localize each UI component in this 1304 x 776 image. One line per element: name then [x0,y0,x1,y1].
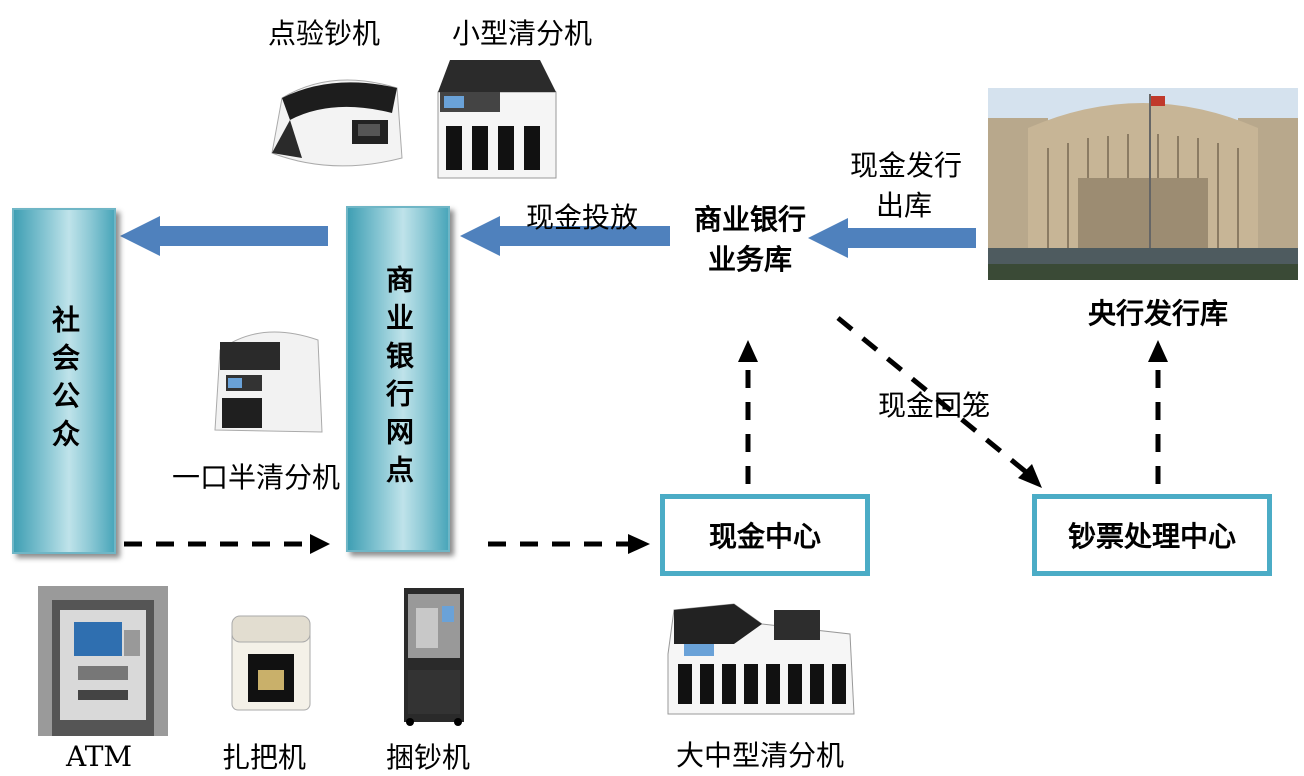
counter-label: 点验钞机 [268,17,381,50]
atm-label: ATM [66,740,133,773]
cash-deliver-label: 现金投放 [526,201,639,234]
dash-head-vault [738,340,758,362]
counter-machine-image [271,79,403,167]
branch-column: 商业银行网点 [346,206,450,552]
central-bank-photo [988,88,1298,280]
dash-head-processing [1018,464,1042,488]
one-half-sorter-label: 一口半清分机 [172,461,341,494]
arrow-branch-to-society [120,216,328,256]
bank-vault-line2: 业务库 [708,243,793,276]
arrow-central-to-vault [808,218,976,258]
atm-image [38,586,168,736]
processing-center-label: 钞票处理中心 [1067,520,1236,553]
dash-head-cashcenter [628,534,650,554]
cash-center-label: 现金中心 [708,520,821,553]
small-sorter-label: 小型清分机 [452,17,593,50]
cash-center-box: 现金中心 [660,494,870,576]
issue-out-label: 现金发行 出库 [850,146,962,226]
bank-vault-line1: 商业银行 [694,203,807,236]
strapper-image [404,588,464,726]
arrow-vault-to-branch [460,216,670,256]
processing-center-box: 钞票处理中心 [1032,494,1272,576]
issue-out-line1: 现金发行 [850,149,963,182]
strapper-label: 捆钞机 [386,741,471,774]
large-sorter-label: 大中型清分机 [676,739,845,772]
dash-head-central [1148,340,1168,362]
society-column: 社会公众 [12,208,116,554]
one-half-sorter-image [214,331,323,433]
bundler-image [231,615,311,711]
central-vault-label: 央行发行库 [1088,297,1229,330]
small-sorter-image [437,60,557,179]
bundler-label: 扎把机 [222,741,307,774]
branch-label: 商业银行网点 [382,265,415,493]
large-sorter-image [667,603,855,715]
dash-head-branch [310,534,330,554]
society-label: 社会公众 [48,305,81,457]
bank-vault-label: 商业银行 业务库 [694,200,806,280]
cash-return-label: 现金回笼 [878,389,991,422]
dash-vault-to-processing [836,316,1028,474]
issue-out-line2: 出库 [876,189,933,222]
